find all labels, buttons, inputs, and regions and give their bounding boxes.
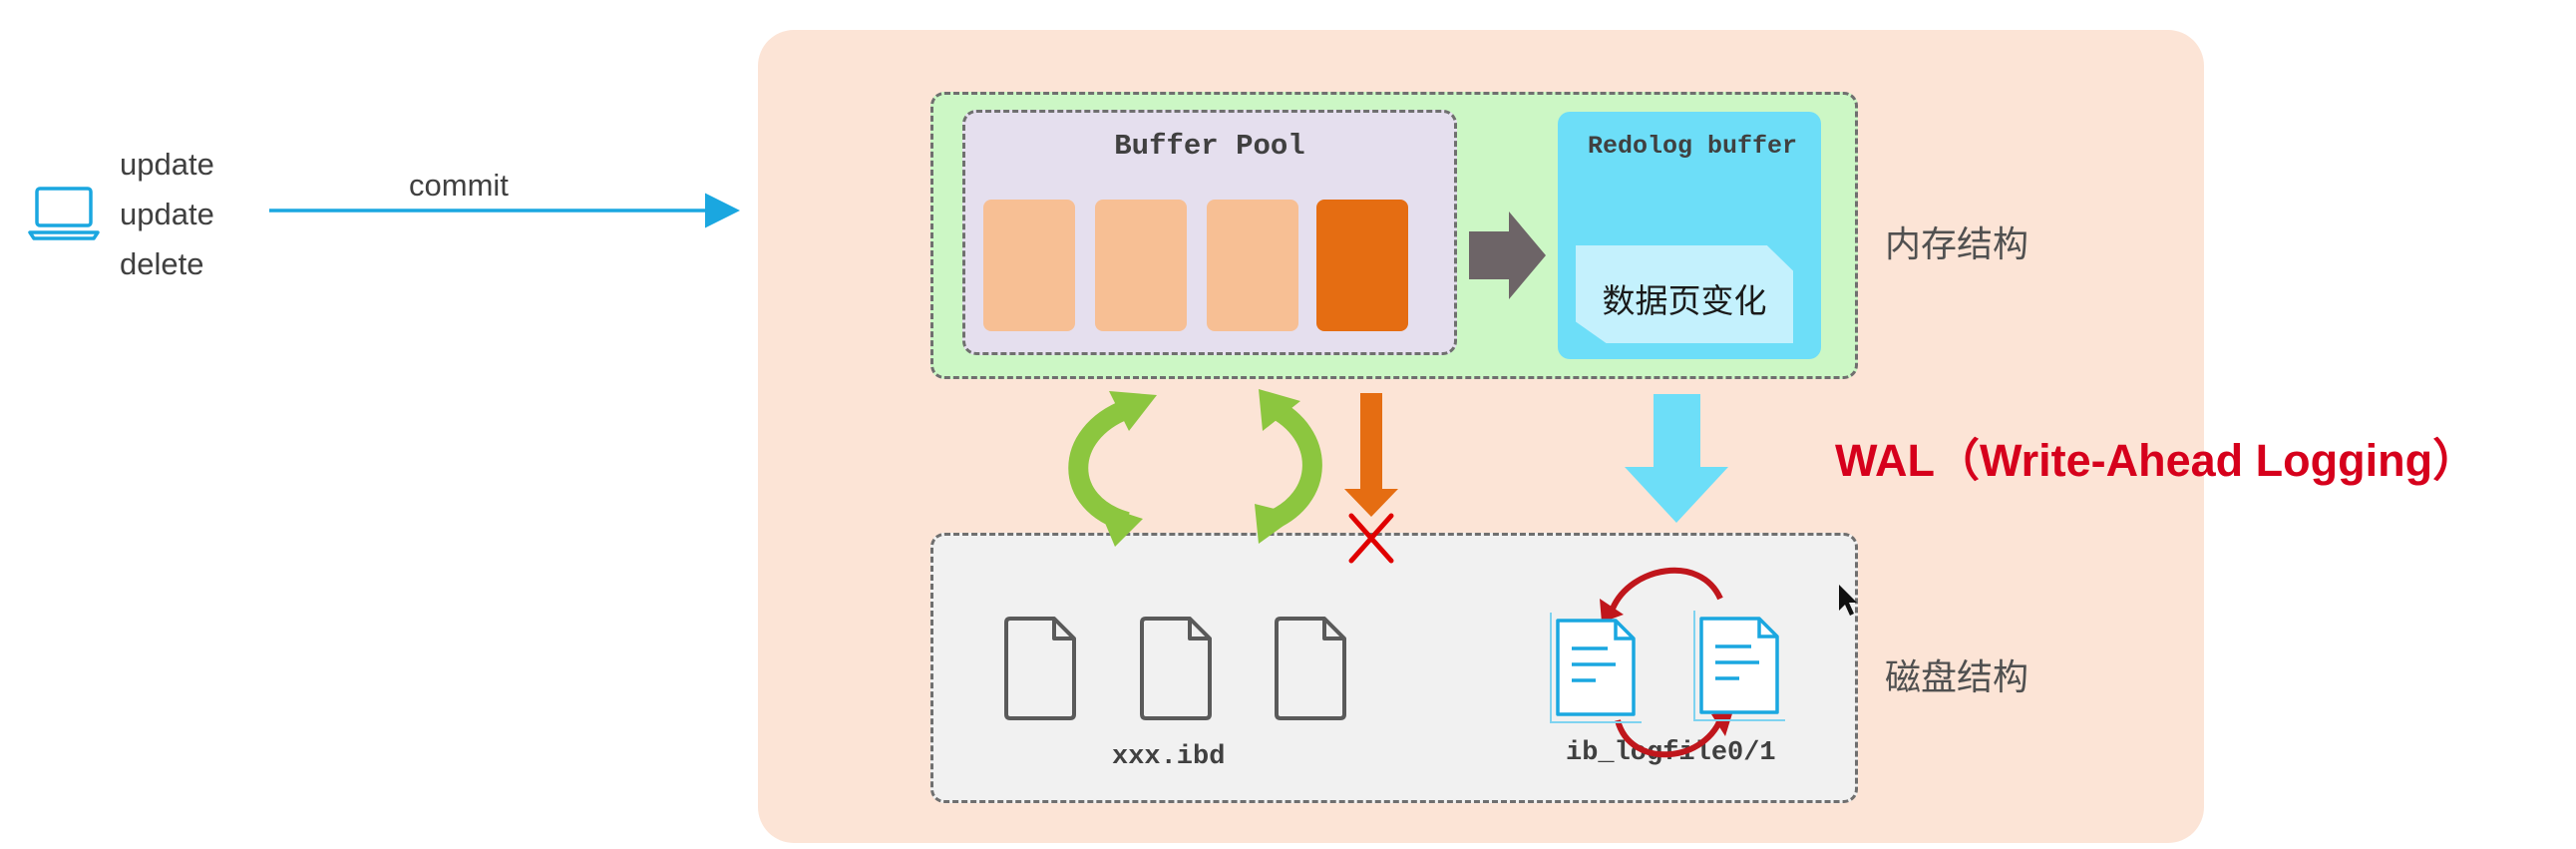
commit-label: commit [409,168,509,203]
operation-delete: delete [120,246,204,281]
operation-update-2: update [120,197,214,231]
direct-flush-arrow [1344,393,1398,517]
redolog-buffer-title: Redolog buffer [1587,132,1798,161]
log-file-icon [1693,611,1785,721]
to-redolog-arrow [1469,212,1546,299]
wal-label: WAL（Write-Ahead Logging） [1835,435,2478,486]
data-file-icon [1275,617,1346,720]
page-change-label: 数据页变化 [1602,282,1767,319]
buffer-page [1207,200,1298,331]
blocked-x-icon [1348,513,1394,564]
buffer-page [983,200,1075,331]
log-cycle-icon [1600,567,1733,758]
data-files-label: xxx.ibd [1112,742,1226,772]
mouse-cursor-icon [1839,585,1857,616]
data-file-icon [1140,617,1212,720]
operation-list: update update delete [120,140,214,289]
log-file-icon [1550,613,1642,723]
memory-structure-label: 内存结构 [1885,223,2029,264]
dirty-buffer-page [1316,200,1408,331]
disk-structure-label: 磁盘结构 [1885,656,2029,697]
data-file-icon [1004,617,1076,720]
client-laptop-icon [28,183,100,242]
operation-update-1: update [120,147,214,182]
buffer-pool-title: Buffer Pool [1114,130,1305,163]
redolog-flush-arrow [1625,394,1728,523]
sync-arrow-left [1068,399,1131,532]
sync-arrow-right [1264,398,1322,532]
buffer-page [1095,200,1187,331]
page-change-record [1576,245,1793,343]
